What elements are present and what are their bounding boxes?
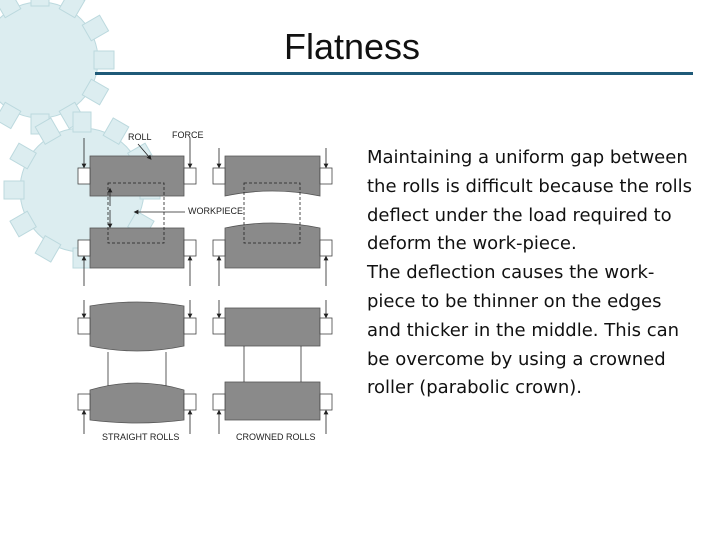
label-straight-rolls: STRAIGHT ROLLS [102,432,179,442]
label-crowned-rolls: CROWNED ROLLS [236,432,316,442]
roll-crowned-flat-upper [224,307,321,347]
roll-crowned-upper [224,155,321,197]
gear-icon-large [0,0,115,135]
body-text: Maintaining a uniform gap between the ro… [367,144,697,403]
slide-title: Flatness [284,26,421,67]
roll-deflected-lower [89,382,185,424]
roll-crowned-flat-lower [224,381,321,421]
roll-flatness-diagram: ROLL FORCE WORKPIECE STRAIGHT ROLLS CROW… [77,130,333,442]
roll-straight-lower [89,227,185,269]
label-roll: ROLL [128,132,152,142]
paragraph-uniform-gap: Maintaining a uniform gap between the ro… [367,147,693,255]
workpiece-outline-straight [107,182,165,244]
title-underline [95,72,693,75]
paragraph-deflection: The deflection causes the work-piece to … [367,262,680,399]
roll-crowned-lower [224,222,321,269]
label-workpiece: WORKPIECE [188,206,243,216]
label-force: FORCE [172,130,204,140]
roll-straight-upper [89,155,185,197]
roll-deflected-upper [89,301,185,352]
workpiece-outline-crowned [243,182,301,244]
